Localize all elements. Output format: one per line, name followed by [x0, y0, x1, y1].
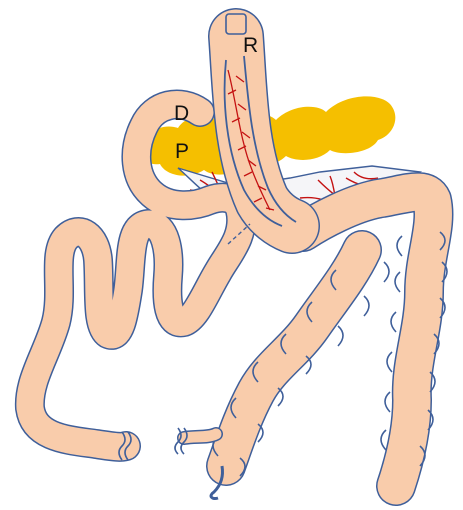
label-d: D — [174, 102, 189, 125]
label-r: R — [243, 34, 258, 57]
terminal-ileum — [175, 428, 216, 454]
limb-stump — [226, 14, 246, 34]
label-p: P — [175, 140, 189, 163]
